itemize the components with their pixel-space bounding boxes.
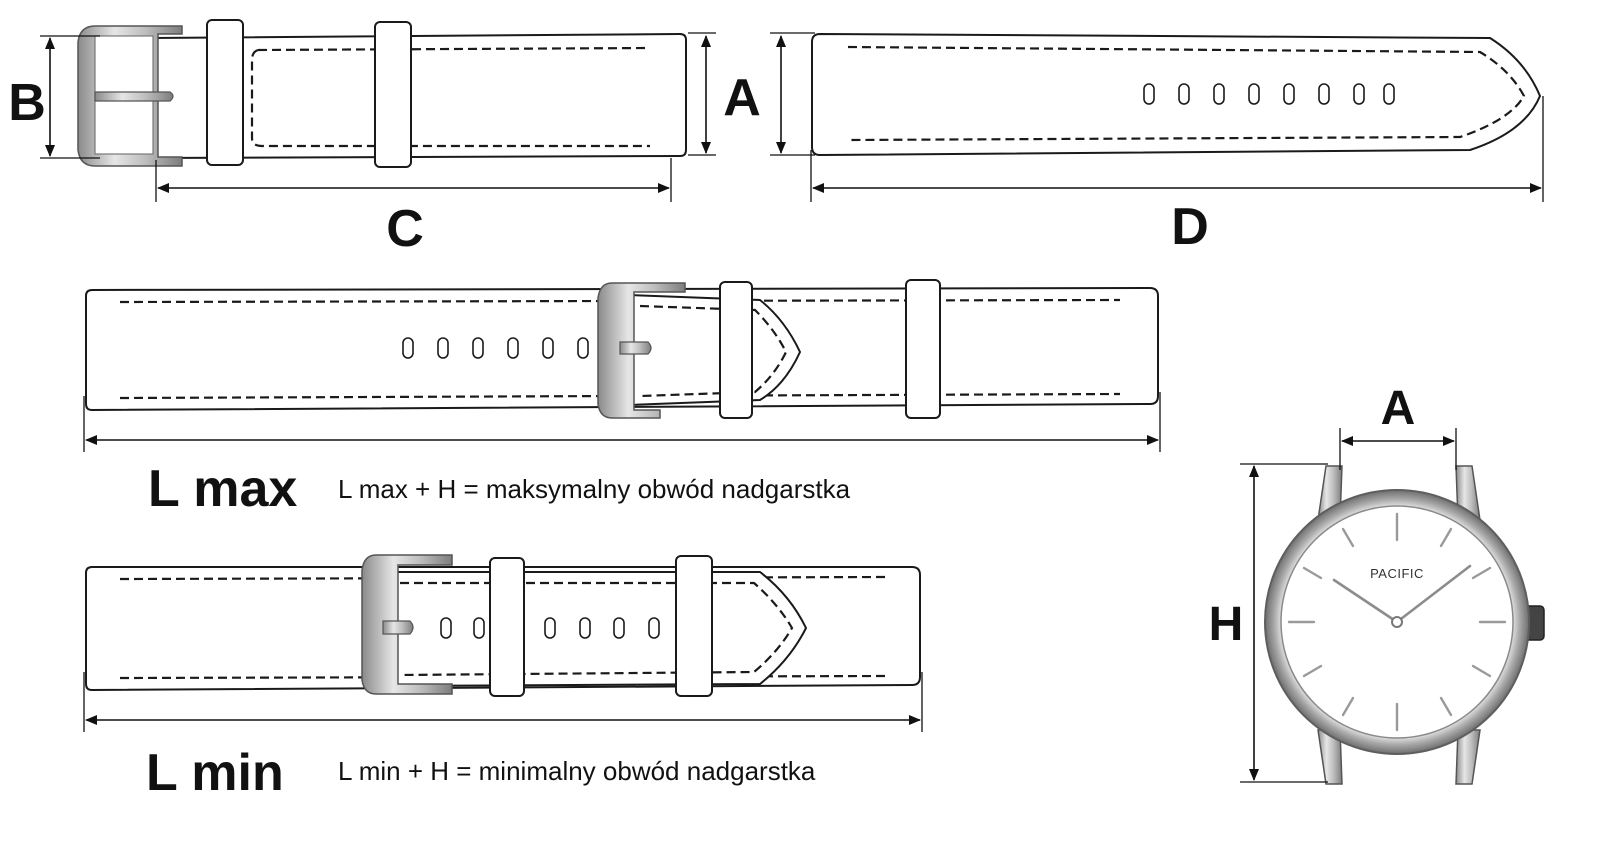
label-c: C <box>386 200 424 258</box>
watch-hour-markers <box>1287 512 1507 732</box>
strap-lmin <box>85 554 921 697</box>
dimension-b: B <box>8 35 100 159</box>
dimension-c: C <box>155 158 672 258</box>
strap-holes <box>402 337 589 359</box>
strap-keeper-loop <box>489 557 525 697</box>
watch-minute-hand <box>1395 564 1472 624</box>
buckle-strap-part <box>77 19 687 168</box>
label-a-watch: A <box>1381 382 1416 435</box>
watch-face-illustration: PACIFIC <box>1264 465 1545 785</box>
strap-keeper-loop <box>206 19 244 166</box>
label-lmin: L min <box>146 744 284 802</box>
dimension-h: H <box>1209 463 1328 783</box>
strap-keeper-loop <box>719 281 753 419</box>
label-d: D <box>1171 198 1209 256</box>
watch-brand-label: PACIFIC <box>1370 566 1424 581</box>
watch-hour-hand <box>1332 578 1399 624</box>
buckle-icon <box>361 554 453 695</box>
strap-keeper-loop <box>905 279 941 419</box>
strap-keeper-loop <box>374 21 412 168</box>
buckle-icon <box>597 282 686 419</box>
dimension-d: D <box>810 96 1544 256</box>
label-b: B <box>8 74 46 132</box>
label-a-strap: A <box>723 69 761 127</box>
dimension-a-hole-strap <box>770 32 815 156</box>
label-lmax: L max <box>148 460 297 518</box>
hole-strap-part <box>811 32 1542 157</box>
formula-lmax: L max + H = maksymalny obwód nadgarstka <box>338 474 851 504</box>
dimension-lmin: L min L min + H = minimalny obwód nadgar… <box>83 672 923 802</box>
label-h: H <box>1209 598 1244 651</box>
strap-holes <box>1143 83 1395 105</box>
strap-keeper-loop <box>675 555 713 697</box>
dimension-a-watch: A <box>1339 382 1457 470</box>
dimension-lmax: L max L max + H = maksymalny obwód nadga… <box>83 392 1161 518</box>
strap-lmax <box>85 279 1159 419</box>
formula-lmin: L min + H = minimalny obwód nadgarstka <box>338 756 816 786</box>
dimension-a-strap: A <box>688 32 761 156</box>
